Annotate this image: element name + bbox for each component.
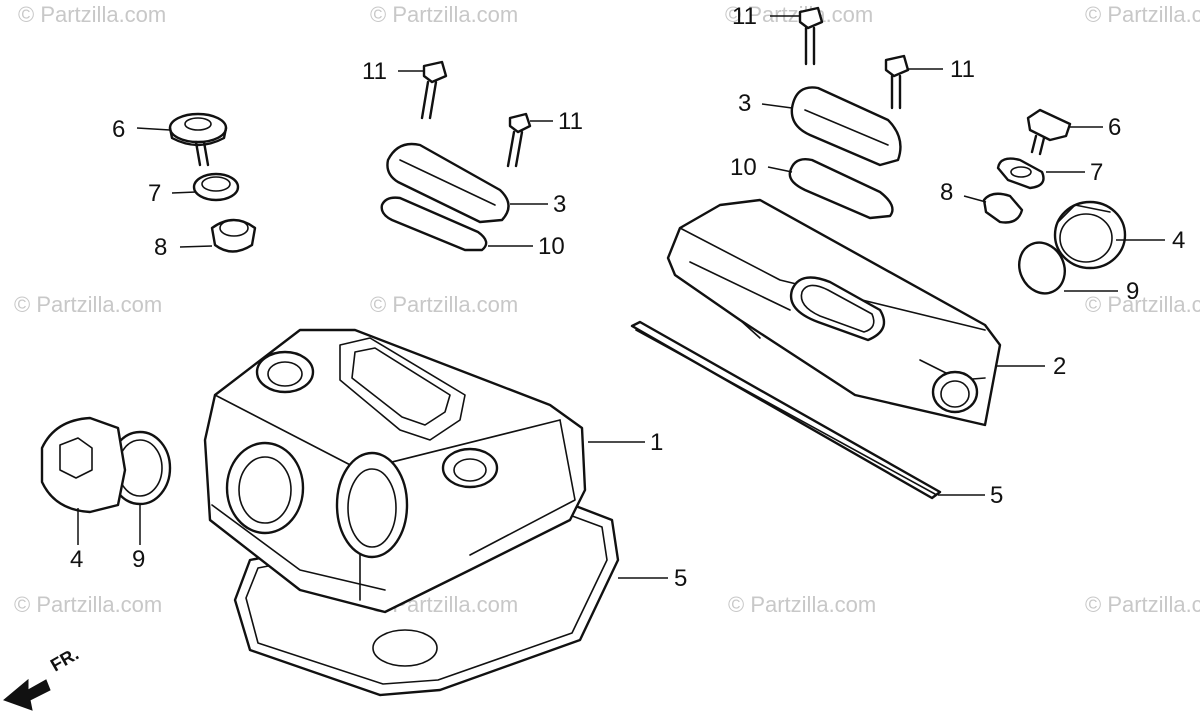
callout-3-right: 3 bbox=[738, 90, 751, 117]
callout-5-left: 5 bbox=[674, 565, 687, 592]
callout-3-left: 3 bbox=[553, 191, 566, 218]
callout-10-left: 10 bbox=[538, 233, 565, 260]
watermark: © Partzilla.com bbox=[370, 292, 518, 317]
callout-4-left: 4 bbox=[70, 546, 83, 573]
callout-11-c: 11 bbox=[732, 3, 757, 30]
gasket-rear bbox=[630, 320, 942, 500]
right-port-cover bbox=[788, 6, 910, 220]
watermark: © Partzilla.com bbox=[14, 292, 162, 317]
watermark: © Partzilla.com bbox=[1085, 592, 1200, 617]
front-direction-indicator: FR. bbox=[3, 644, 82, 711]
callout-7-left: 7 bbox=[148, 180, 161, 207]
leader-lines bbox=[77, 15, 1165, 579]
watermark: © Partzilla.com bbox=[728, 592, 876, 617]
callout-7-right: 7 bbox=[1090, 159, 1103, 186]
front-head-cover bbox=[203, 328, 587, 614]
callout-1: 1 bbox=[650, 429, 663, 456]
callout-10-right: 10 bbox=[730, 154, 757, 181]
callout-8-right: 8 bbox=[940, 179, 953, 206]
cap-plug-left bbox=[40, 416, 172, 514]
callout-8-left: 8 bbox=[154, 234, 167, 261]
callout-6-right: 6 bbox=[1108, 114, 1121, 141]
callout-2: 2 bbox=[1053, 353, 1066, 380]
watermarks: © Partzilla.com © Partzilla.com © Partzi… bbox=[14, 2, 1200, 617]
callout-11-a: 11 bbox=[362, 58, 387, 85]
right-small-parts bbox=[982, 108, 1127, 295]
watermark: © Partzilla.com bbox=[370, 2, 518, 27]
left-port-cover bbox=[380, 60, 532, 252]
callout-4-right: 4 bbox=[1172, 227, 1185, 254]
rear-head-cover bbox=[666, 198, 1002, 427]
callout-5-right: 5 bbox=[990, 482, 1003, 509]
watermark: © Partzilla.com bbox=[1085, 292, 1200, 317]
watermark: © Partzilla.com bbox=[1085, 2, 1200, 27]
watermark: © Partzilla.com bbox=[18, 2, 166, 27]
callout-6-left: 6 bbox=[112, 116, 125, 143]
watermark: © Partzilla.com bbox=[14, 592, 162, 617]
callout-11-b: 11 bbox=[558, 108, 583, 135]
callout-11-d: 11 bbox=[950, 56, 975, 83]
callout-9-right: 9 bbox=[1126, 278, 1139, 305]
callouts: 1 2 3 3 4 4 5 5 6 6 7 7 8 8 9 9 10 10 11… bbox=[70, 3, 1185, 592]
left-small-parts bbox=[168, 112, 257, 253]
callout-9-left: 9 bbox=[132, 546, 145, 573]
front-label: FR. bbox=[47, 644, 82, 676]
